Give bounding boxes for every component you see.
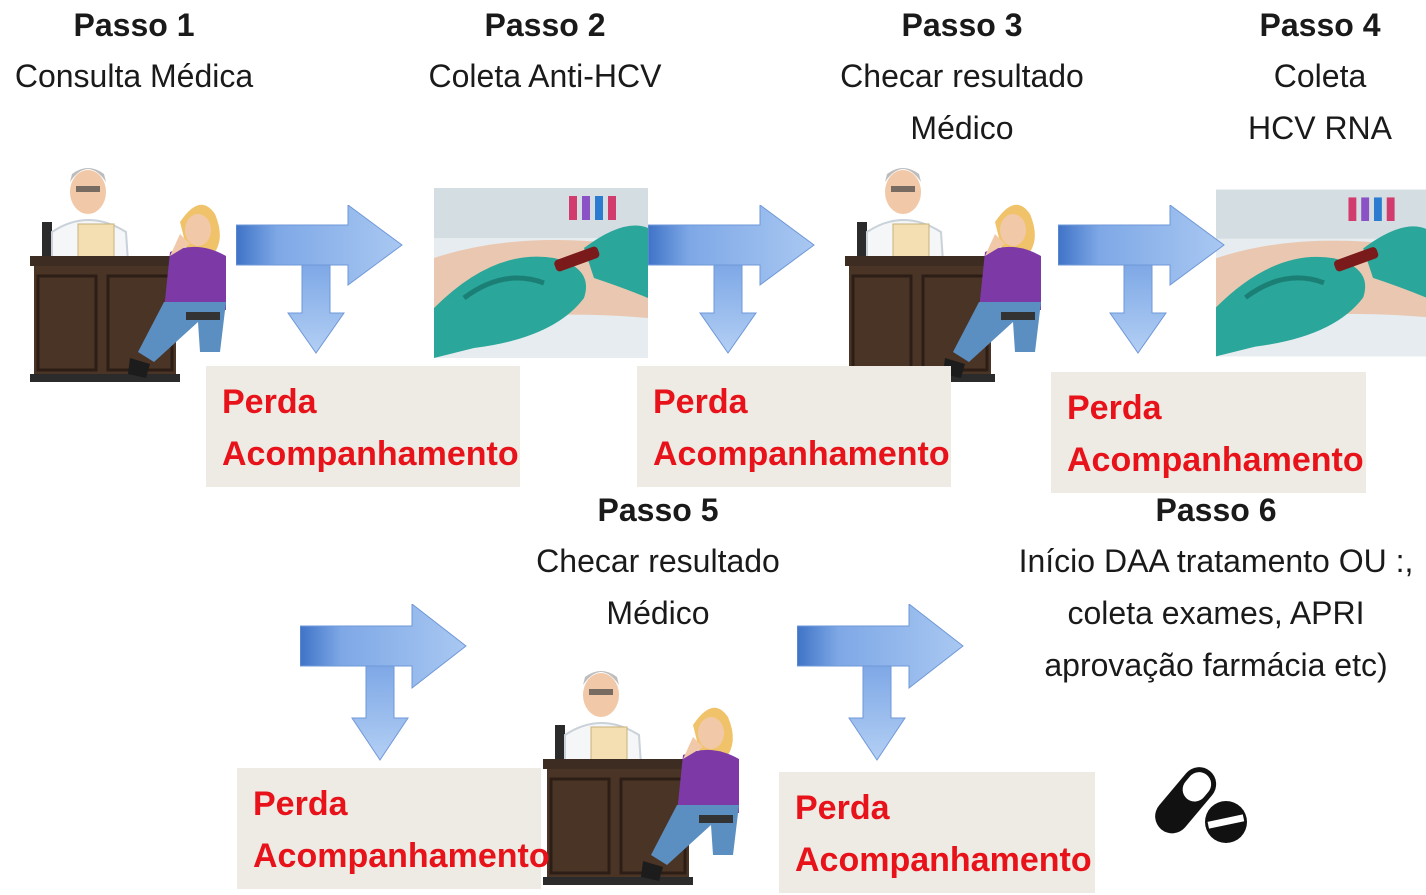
step-text: HCV RNA <box>1247 110 1392 146</box>
step-6: Passo 6 Início DAA tratamento OU :, cole… <box>1006 485 1426 691</box>
step-text: Início DAA tratamento OU :, <box>1018 543 1414 579</box>
loss-box: Perda Acompanhamento <box>206 366 520 487</box>
step-title: Passo 1 <box>73 7 195 43</box>
step-text: Checar resultado <box>536 543 780 579</box>
flow-arrow-right <box>300 604 467 761</box>
step-text: coleta exames, APRI <box>1067 595 1365 631</box>
step-title: Passo 5 <box>597 492 719 528</box>
loss-title: Perda <box>653 383 748 421</box>
blood-collection-icon <box>1216 188 1426 358</box>
step-title: Passo 2 <box>484 7 606 43</box>
loss-subtitle: Acompanhamento <box>222 435 519 473</box>
loss-box: Perda Acompanhamento <box>779 772 1095 893</box>
step-2: Passo 2 Coleta Anti-HCV <box>410 0 680 102</box>
doctor-consultation-icon <box>30 152 230 392</box>
step-text: Coleta Anti-HCV <box>428 58 662 94</box>
step-text: aprovação farmácia etc) <box>1044 647 1388 683</box>
loss-title: Perda <box>253 785 348 823</box>
step-title: Passo 3 <box>901 7 1023 43</box>
loss-subtitle: Acompanhamento <box>653 435 950 473</box>
step-4: Passo 4 Coleta HCV RNA <box>1220 0 1420 154</box>
step-3: Passo 3 Checar resultado Médico <box>812 0 1112 154</box>
loss-box: Perda Acompanhamento <box>1051 372 1366 493</box>
step-text: Médico <box>606 595 710 631</box>
step-text: Coleta <box>1273 58 1367 94</box>
doctor-consultation-icon <box>543 655 743 895</box>
flow-arrow-right <box>236 205 403 354</box>
loss-box: Perda Acompanhamento <box>637 366 951 487</box>
step-text: Checar resultado <box>840 58 1084 94</box>
flow-arrow-right <box>797 604 964 761</box>
blood-collection-icon <box>434 188 648 358</box>
loss-box: Perda Acompanhamento <box>237 768 550 889</box>
loss-subtitle: Acompanhamento <box>795 841 1092 879</box>
step-title: Passo 4 <box>1259 7 1381 43</box>
step-1: Passo 1 Consulta Médica <box>0 0 268 102</box>
flow-arrow-right <box>1058 205 1225 354</box>
step-text: Consulta Médica <box>14 58 254 94</box>
step-title: Passo 6 <box>1155 492 1277 528</box>
loss-subtitle: Acompanhamento <box>1067 441 1364 479</box>
doctor-consultation-icon <box>845 152 1045 392</box>
pill-capsule-icon <box>1155 767 1247 843</box>
loss-title: Perda <box>222 383 317 421</box>
flow-arrow-right <box>648 205 815 354</box>
loss-title: Perda <box>795 789 890 827</box>
loss-title: Perda <box>1067 389 1162 427</box>
step-text: Médico <box>910 110 1014 146</box>
step-5: Passo 5 Checar resultado Médico <box>508 485 808 639</box>
loss-subtitle: Acompanhamento <box>253 837 550 875</box>
